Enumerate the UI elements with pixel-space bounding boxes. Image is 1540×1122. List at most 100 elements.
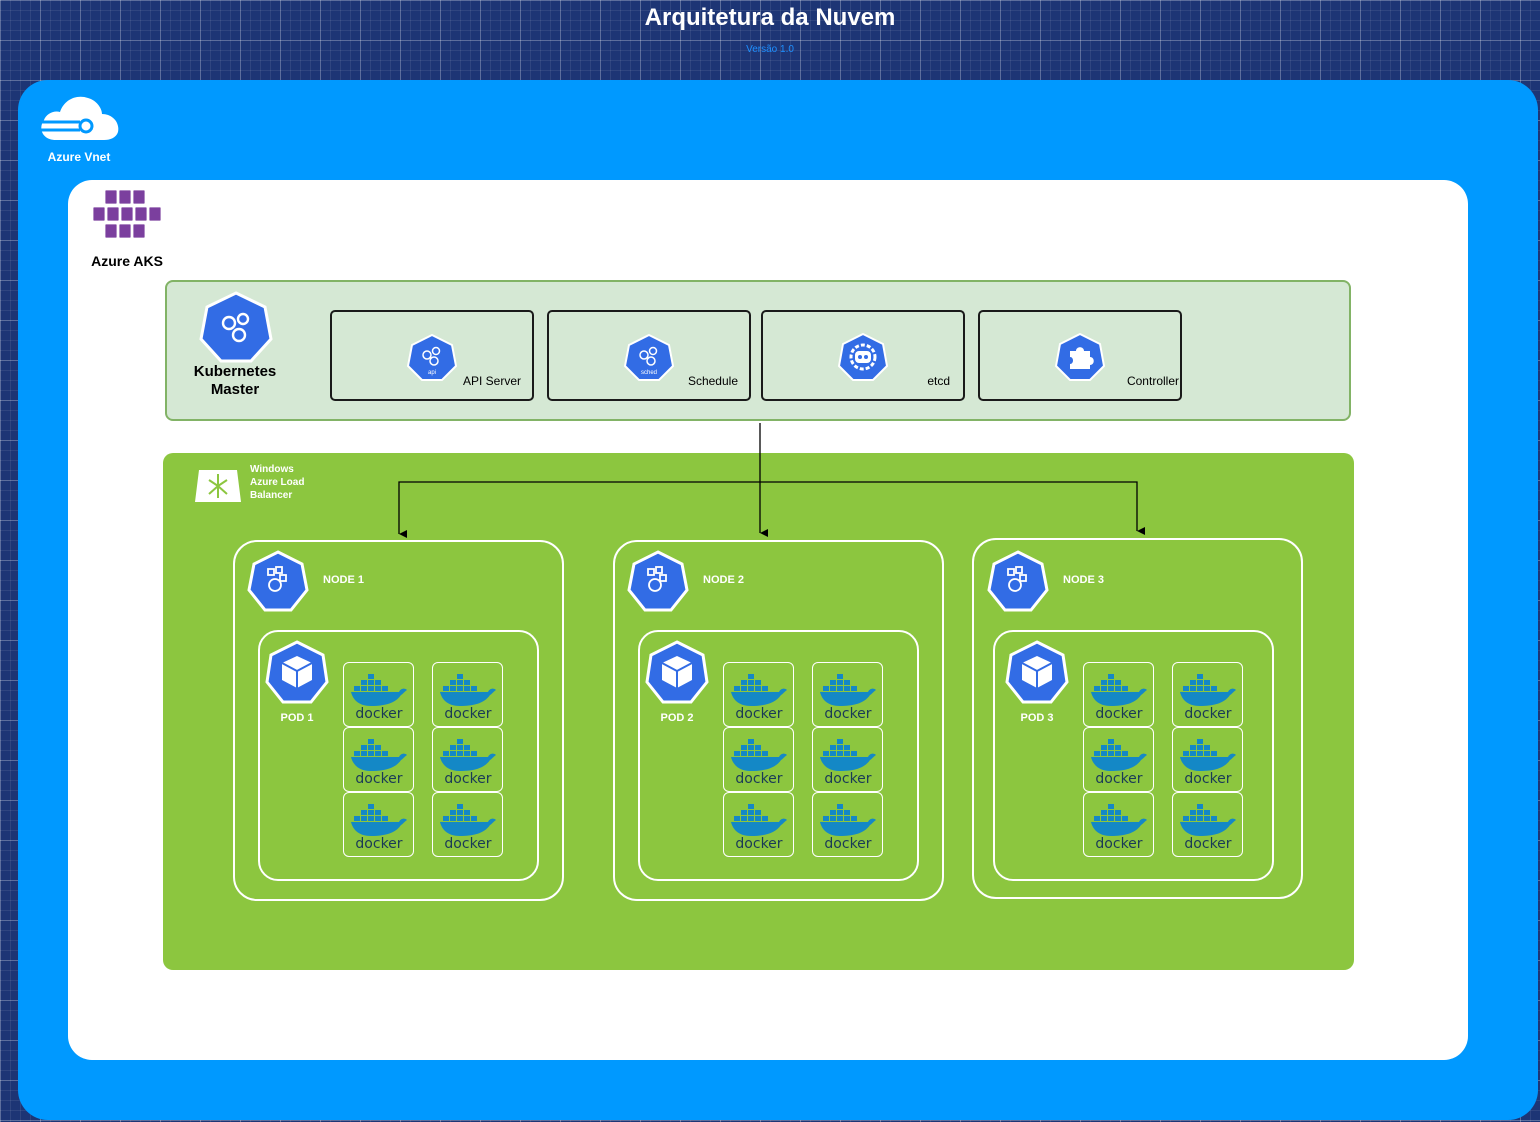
docker-label: docker (1095, 836, 1142, 852)
docker-whale-icon: docker (819, 738, 876, 787)
docker-label: docker (444, 706, 491, 722)
node-1-label: NODE 1 (323, 574, 364, 586)
pod-3-label: POD 3 (1020, 712, 1054, 724)
docker-whale-icon: docker (439, 673, 496, 722)
node-3-label: NODE 3 (1063, 574, 1104, 586)
diagram-title: Arquitetura da Nuvem (644, 4, 896, 31)
docker-container[interactable]: docker (1083, 792, 1154, 857)
docker-container[interactable]: docker (343, 792, 414, 857)
docker-whale-icon: docker (819, 673, 876, 722)
docker-container[interactable]: docker (1172, 727, 1243, 792)
pod-3-container[interactable] (993, 630, 1274, 881)
docker-label: docker (355, 771, 402, 787)
etcd-icon (837, 332, 889, 381)
docker-whale-icon: docker (350, 738, 407, 787)
docker-container[interactable]: docker (723, 792, 794, 857)
load-balancer-icon (195, 470, 241, 502)
docker-whale-icon: docker (439, 738, 496, 787)
node-3-icon (987, 550, 1049, 612)
docker-label: docker (444, 771, 491, 787)
master-to-node1-connector (398, 423, 761, 534)
docker-label: docker (1184, 836, 1231, 852)
pod-1-cube-icon (265, 640, 329, 704)
docker-label: docker (1184, 771, 1231, 787)
docker-whale-icon: docker (1179, 673, 1236, 722)
docker-container[interactable]: docker (432, 662, 503, 727)
docker-label: docker (824, 706, 871, 722)
api-server-label: API Server (462, 374, 521, 388)
controller-component[interactable] (978, 310, 1182, 401)
docker-whale-icon: docker (350, 673, 407, 722)
node-3-container[interactable] (972, 538, 1303, 899)
api-server-component[interactable] (330, 310, 534, 401)
docker-container[interactable]: docker (343, 662, 414, 727)
docker-label: docker (444, 836, 491, 852)
docker-whale-icon: docker (819, 803, 876, 852)
api-icon-text: api (428, 370, 436, 376)
docker-container[interactable]: docker (1172, 662, 1243, 727)
schedule-component[interactable] (547, 310, 751, 401)
docker-label: docker (735, 771, 782, 787)
docker-whale-icon: docker (730, 803, 787, 852)
etcd-label: etcd (927, 374, 950, 388)
node-2-container[interactable] (613, 540, 944, 901)
docker-label: docker (1095, 706, 1142, 722)
node-2-icon (627, 550, 689, 612)
pod-1-label: POD 1 (280, 712, 314, 724)
docker-label: docker (1184, 706, 1231, 722)
sched-icon-text: sched (641, 370, 657, 376)
docker-whale-icon: docker (1179, 738, 1236, 787)
azure-vnet-cloud-icon (40, 96, 119, 140)
docker-label: docker (735, 836, 782, 852)
docker-label: docker (1095, 771, 1142, 787)
schedule-label: Schedule (687, 374, 738, 388)
docker-whale-icon: docker (730, 738, 787, 787)
load-balancer-label: Windows Azure Load Balancer (250, 464, 305, 501)
docker-container[interactable]: docker (812, 792, 883, 857)
docker-container[interactable]: docker (1083, 727, 1154, 792)
docker-container[interactable]: docker (343, 727, 414, 792)
docker-container[interactable]: docker (812, 662, 883, 727)
api-icon: api (406, 333, 458, 381)
pod-1-container[interactable] (258, 630, 539, 881)
docker-label: docker (824, 836, 871, 852)
etcd-component[interactable] (761, 310, 965, 401)
node-1-icon (247, 550, 309, 612)
azure-aks-icon (92, 189, 162, 239)
docker-container[interactable]: docker (812, 727, 883, 792)
docker-label: docker (824, 771, 871, 787)
controller-label: Controller (1126, 374, 1179, 388)
docker-label: docker (355, 836, 402, 852)
azure-aks-label: Azure AKS (91, 253, 163, 269)
node-2-label: NODE 2 (703, 574, 744, 586)
docker-whale-icon: docker (350, 803, 407, 852)
kubernetes-master-label: Kubernetes Master (193, 363, 277, 398)
docker-label: docker (735, 706, 782, 722)
azure-vnet-label: Azure Vnet (47, 150, 111, 164)
docker-whale-icon: docker (730, 673, 787, 722)
sched-icon: sched (623, 333, 675, 381)
pod-2-container[interactable] (638, 630, 919, 881)
pod-3-cube-icon (1005, 640, 1069, 704)
pod-2-label: POD 2 (660, 712, 694, 724)
docker-whale-icon: docker (439, 803, 496, 852)
docker-whale-icon: docker (1179, 803, 1236, 852)
master-to-node3-connector (760, 481, 1137, 531)
docker-container[interactable]: docker (1083, 662, 1154, 727)
kubernetes-master-group[interactable] (165, 280, 1351, 421)
node-1-container[interactable] (233, 540, 564, 901)
docker-container[interactable]: docker (432, 792, 503, 857)
docker-container[interactable]: docker (723, 662, 794, 727)
docker-whale-icon: docker (1090, 803, 1147, 852)
docker-label: docker (355, 706, 402, 722)
kubernetes-master-icon (199, 291, 273, 363)
diagram-version: Versão 1.0 (746, 44, 794, 55)
docker-whale-icon: docker (1090, 673, 1147, 722)
docker-whale-icon: docker (1090, 738, 1147, 787)
puzzle-icon (1054, 332, 1106, 381)
docker-container[interactable]: docker (432, 727, 503, 792)
docker-container[interactable]: docker (1172, 792, 1243, 857)
docker-container[interactable]: docker (723, 727, 794, 792)
pod-2-cube-icon (645, 640, 709, 704)
